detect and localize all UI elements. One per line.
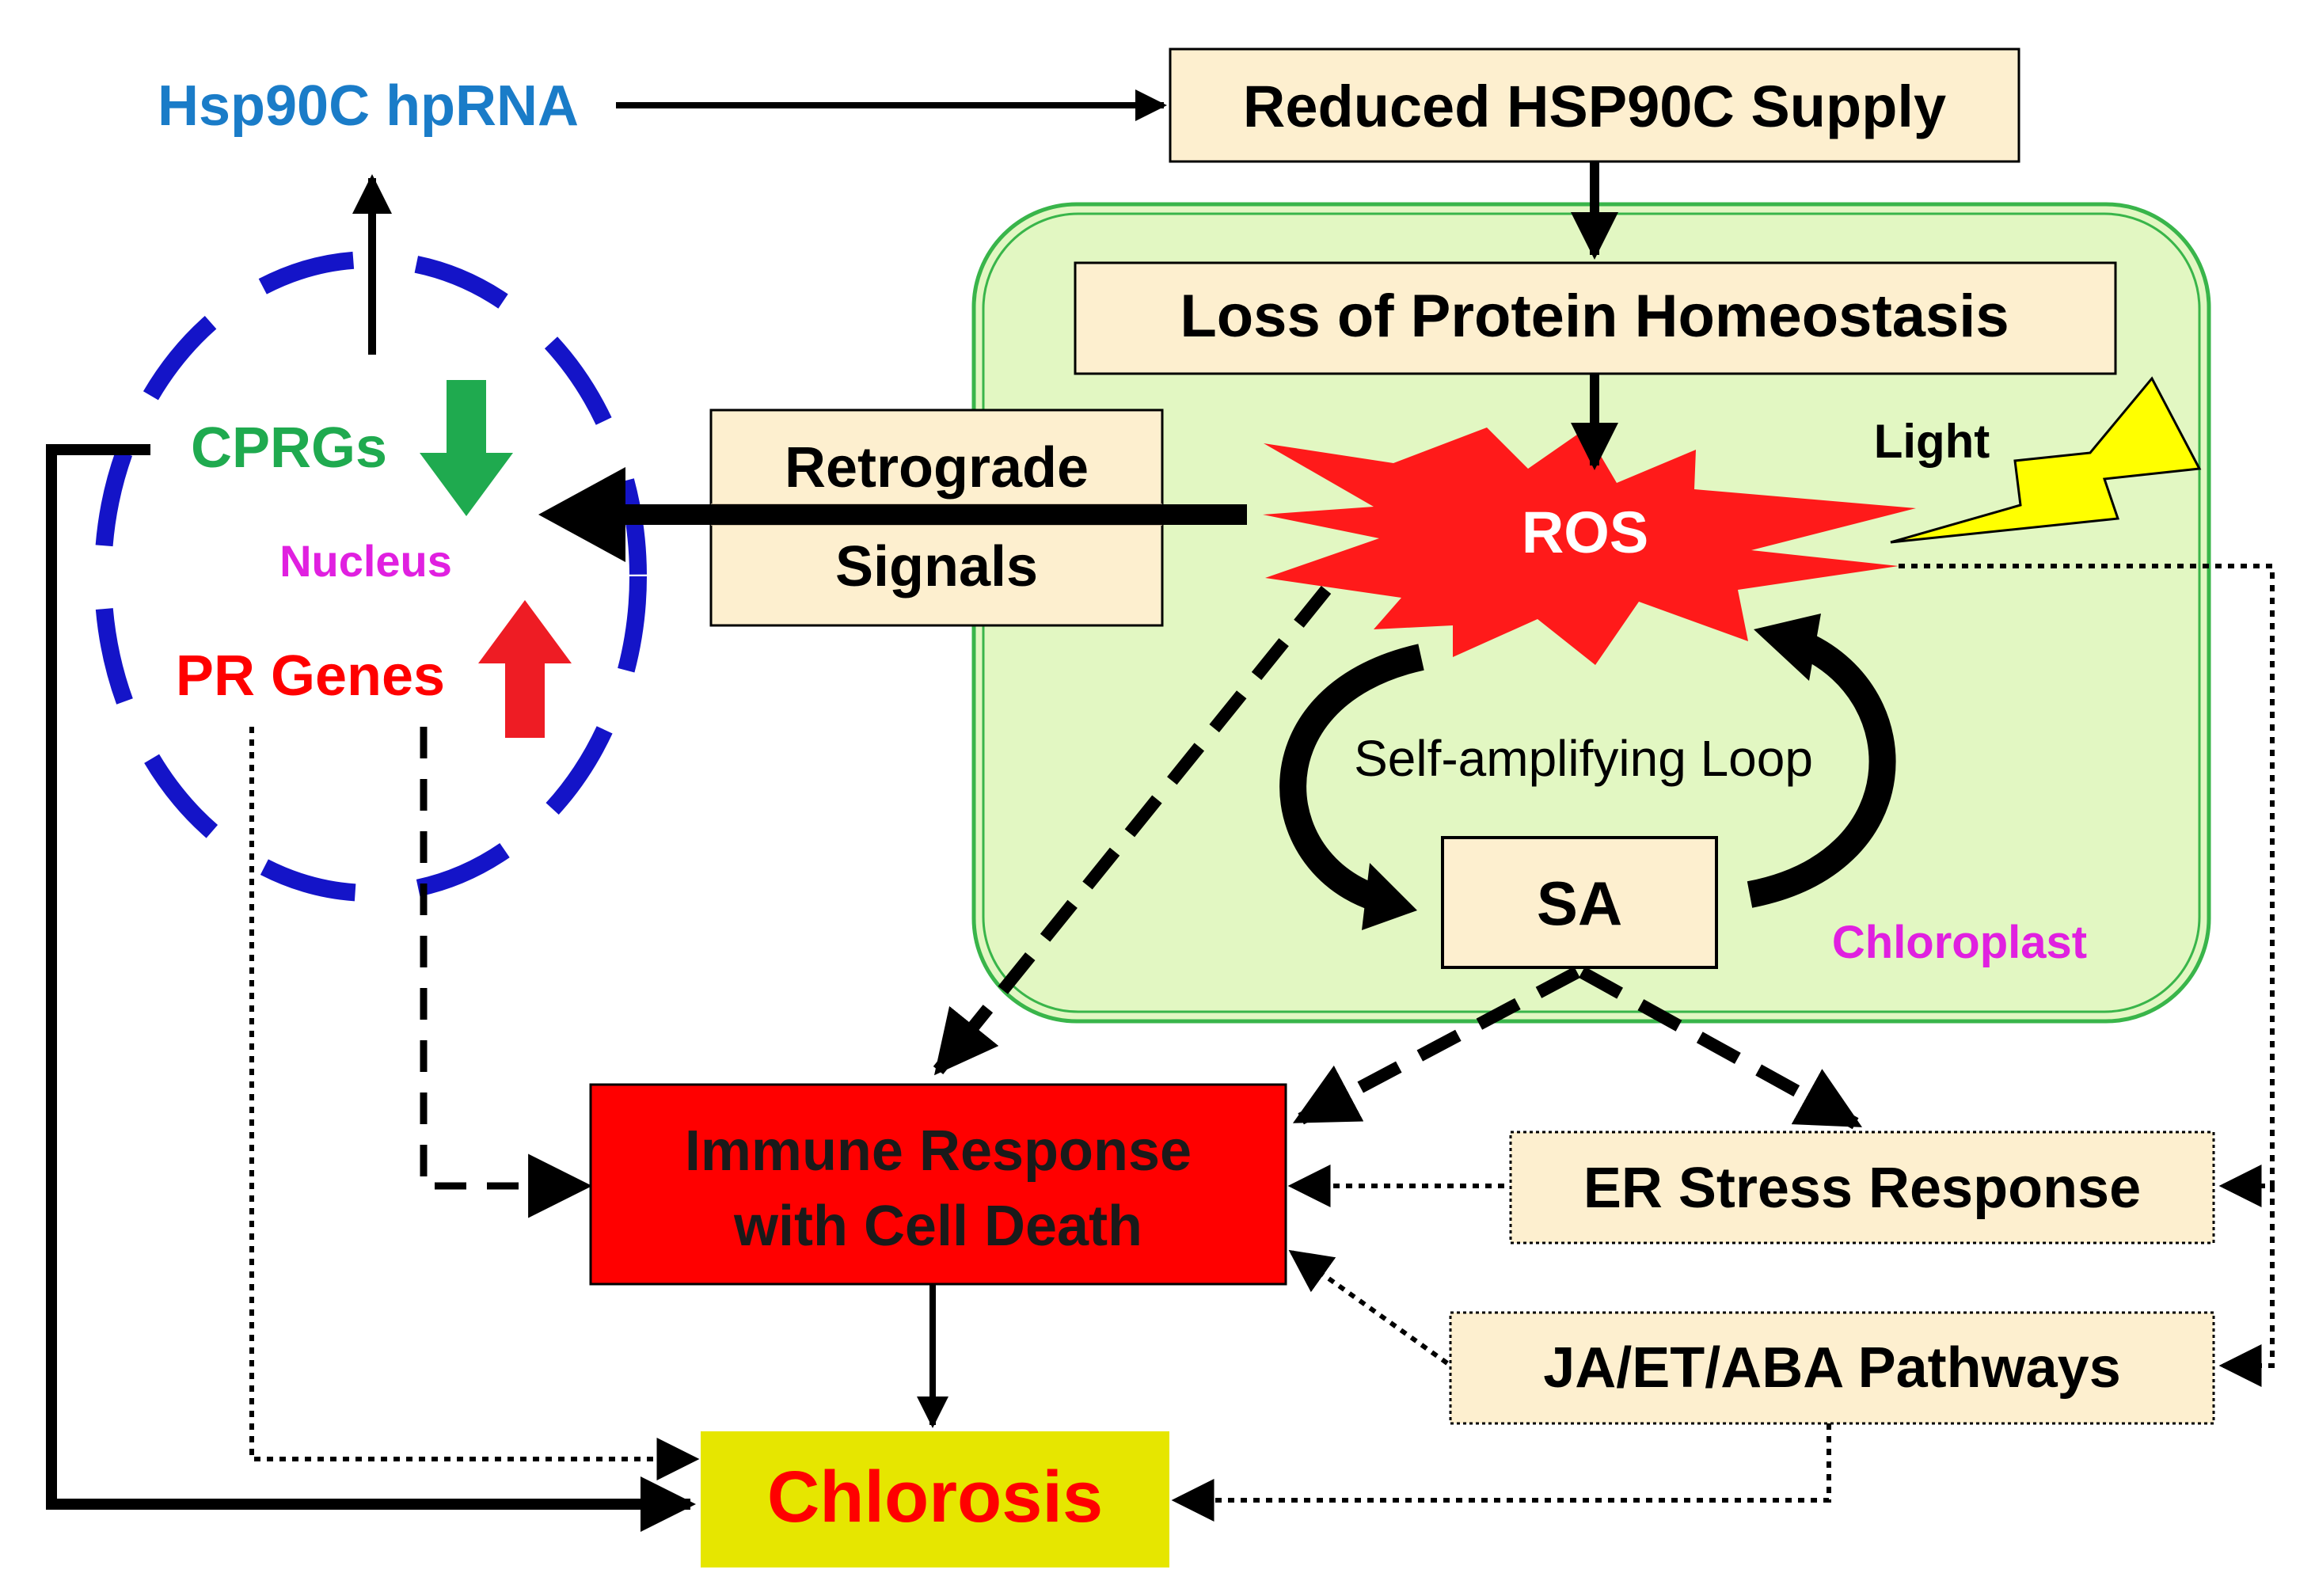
immune-response-box: [589, 1083, 1287, 1286]
nucleus-label: Nucleus: [279, 536, 452, 586]
er-stress-label: ER Stress Response: [1583, 1157, 2141, 1220]
sa-to-immune-arrow: [1292, 966, 1580, 1127]
down-arrow-icon: [420, 380, 513, 516]
sa-to-er-arrow: [1579, 967, 1862, 1130]
retrograde-label-line2: Signals: [835, 535, 1038, 598]
ros-to-immune-arrow: [933, 585, 1332, 1076]
hsp90c-hprna-label: Hsp90C hpRNA: [158, 74, 579, 138]
pr-genes-label: PR Genes: [176, 644, 445, 708]
loop-arrowhead-up: [1754, 614, 1821, 681]
pr-to-chlorosis-arrow: [249, 727, 700, 1480]
loop-arrow-up: [1747, 633, 1896, 908]
ja-et-aba-label: JA/ET/ABA Pathways: [1543, 1336, 2121, 1400]
nucleus-ring: [94, 251, 647, 902]
ja-to-chlorosis-arrow: [1171, 1423, 1831, 1522]
loss-homeostasis-box: [1074, 261, 2117, 375]
immune-response-line1: Immune Response: [685, 1119, 1192, 1183]
light-label: Light: [1874, 415, 1990, 468]
reduced-supply-label: Reduced HSP90C Supply: [1243, 74, 1946, 139]
chlorosis-box: [701, 1431, 1169, 1568]
ja-to-immune-arrow: [1288, 1249, 1449, 1366]
cprgs-to-chlorosis-arrow: [46, 444, 696, 1532]
immune-response-line2: with Cell Death: [733, 1195, 1142, 1258]
loop-arrow-down: [1279, 644, 1424, 916]
sa-label: SA: [1537, 868, 1622, 938]
retrograde-label-line1: Retrograde: [785, 436, 1089, 500]
loop-arrowhead-down: [1362, 863, 1417, 930]
light-to-er-arrow: [1899, 564, 2275, 1207]
retrograde-arrowhead: [538, 467, 625, 562]
loss-homeostasis-label: Loss of Protein Homeostasis: [1180, 283, 2009, 350]
ros-burst: [1263, 428, 1916, 665]
light-to-ja-arrow: [2218, 1186, 2275, 1387]
cprgs-label: CPRGs: [191, 416, 387, 480]
chlorosis-label: Chlorosis: [767, 1457, 1103, 1537]
up-arrow-icon: [478, 600, 572, 738]
self-amplifying-loop-label: Self-amplifying Loop: [1354, 730, 1813, 787]
reduced-supply-box: [1169, 48, 2020, 163]
ros-label: ROS: [1522, 500, 1648, 565]
ja-et-aba-box: [1449, 1311, 2215, 1425]
sa-box: [1441, 836, 1718, 969]
lightning-icon: [1890, 376, 2202, 544]
chloroplast-label: Chloroplast: [1832, 917, 2087, 968]
er-stress-box: [1509, 1130, 2215, 1244]
